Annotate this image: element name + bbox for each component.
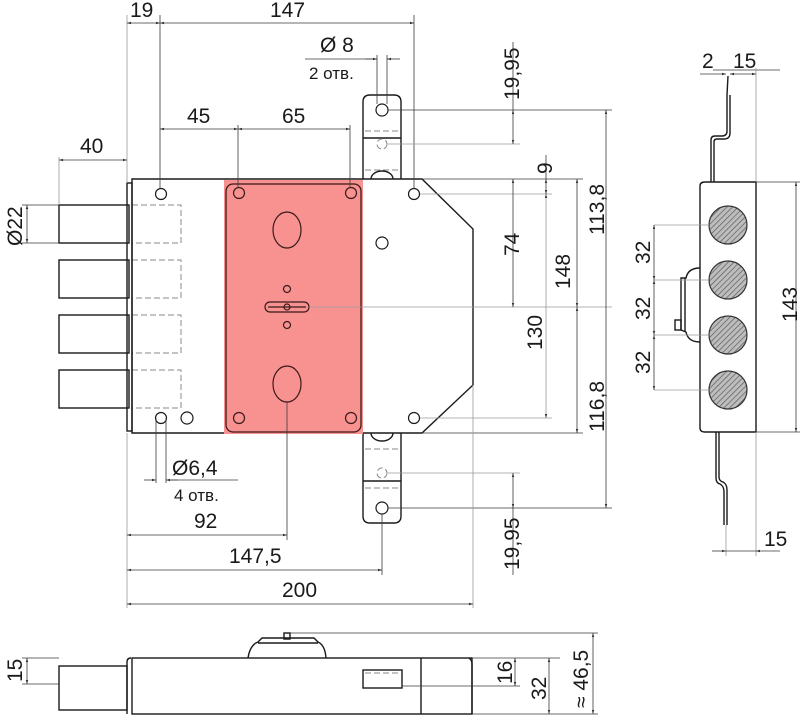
dim-bottom-46-5: ≈ 46,5 — [570, 650, 593, 708]
bolt-hidden-1 — [131, 204, 182, 244]
bottom-view: 16 32 ≈ 46,5 15 — [4, 632, 598, 715]
dim-side-2: 2 — [702, 50, 714, 73]
strike-hole-bottom-hidden — [376, 467, 388, 479]
bottom-slot — [362, 669, 403, 689]
dim-side-15-bottom: 15 — [764, 528, 787, 551]
dim-45: 45 — [187, 105, 210, 128]
dim-147-5: 147,5 — [229, 545, 282, 568]
side-bolt-2 — [708, 260, 748, 300]
upper-strike — [362, 94, 402, 180]
dim-side-32-a: 32 — [632, 241, 655, 264]
plate-hole-bl — [232, 411, 246, 425]
dim-19: 19 — [130, 0, 153, 22]
side-cylinder — [680, 267, 701, 343]
mount-hole-top-left — [154, 187, 168, 201]
dim-strike-19-95-bottom: 19,95 — [501, 517, 524, 570]
case-hole-right-mid — [375, 236, 389, 250]
side-bolt-3 — [708, 315, 748, 355]
plate-outline — [225, 183, 362, 433]
dim-40: 40 — [80, 135, 103, 158]
dim-147: 147 — [270, 0, 305, 22]
case-hole-right-bottom — [407, 411, 421, 425]
plate-hole-tl — [232, 186, 246, 200]
bolt-3 — [58, 314, 130, 354]
key-pin-bottom — [282, 320, 292, 330]
bottom-cylinder — [247, 637, 327, 659]
dim-130: 130 — [524, 315, 547, 350]
dim-116-8: 116,8 — [586, 381, 609, 432]
dim-bolt-dia: Ø22 — [4, 206, 27, 246]
side-view: 2 15 32 32 32 143 15 — [632, 50, 802, 556]
case-hole-right-top — [407, 187, 421, 201]
side-bracket-top — [710, 75, 729, 182]
dim-113-8: 113,8 — [586, 184, 609, 235]
plate-oval-top — [272, 211, 302, 249]
lower-strike — [362, 432, 402, 524]
side-bracket-bottom — [715, 432, 725, 525]
dim-side-32-b: 32 — [632, 297, 655, 320]
dim-bottom-16: 16 — [494, 661, 517, 684]
bottom-bolt — [58, 665, 128, 711]
dim-74: 74 — [501, 232, 524, 256]
bolt-hidden-2 — [131, 259, 182, 299]
dim-92: 92 — [194, 510, 217, 533]
dim-bottom-15: 15 — [4, 659, 27, 682]
side-bolt-1 — [708, 205, 748, 245]
dim-strike-19-95-top: 19,95 — [501, 47, 524, 100]
dim-side-32-c: 32 — [632, 351, 655, 374]
dim-200: 200 — [282, 579, 317, 602]
plate-hole-tr — [344, 186, 358, 200]
case-hole-bottom-2 — [180, 411, 194, 425]
bolt-2 — [58, 259, 130, 299]
dim-side-15-top: 15 — [733, 50, 756, 73]
strike-hole-top-hidden — [376, 138, 388, 150]
key-pin-top — [282, 284, 292, 294]
strike-hole-bottom — [375, 501, 389, 515]
dim-side-143: 143 — [779, 287, 802, 322]
dim-bottom-32: 32 — [528, 677, 551, 700]
dim-strike-hole-count: 2 отв. — [309, 64, 354, 83]
bolt-hidden-3 — [131, 314, 182, 354]
front-view: 19 147 40 45 65 Ø 8 2 отв. Ø22 — [4, 0, 612, 608]
dim-9: 9 — [534, 162, 557, 174]
bolt-hidden-4 — [131, 369, 182, 409]
bolt-4 — [58, 369, 130, 409]
dim-mount-hole-count: 4 отв. — [174, 486, 219, 505]
dim-65: 65 — [282, 105, 305, 128]
side-bolt-4 — [708, 370, 748, 410]
dim-strike-hole-dia: Ø 8 — [320, 34, 354, 57]
dim-148: 148 — [552, 254, 575, 289]
bolts — [58, 204, 182, 409]
mount-hole-bottom-left — [154, 411, 168, 425]
dim-mount-hole-dia: Ø6,4 — [172, 457, 218, 480]
plate-hole-br — [344, 411, 358, 425]
strike-hole-top — [375, 103, 389, 117]
bolt-1 — [58, 204, 130, 244]
